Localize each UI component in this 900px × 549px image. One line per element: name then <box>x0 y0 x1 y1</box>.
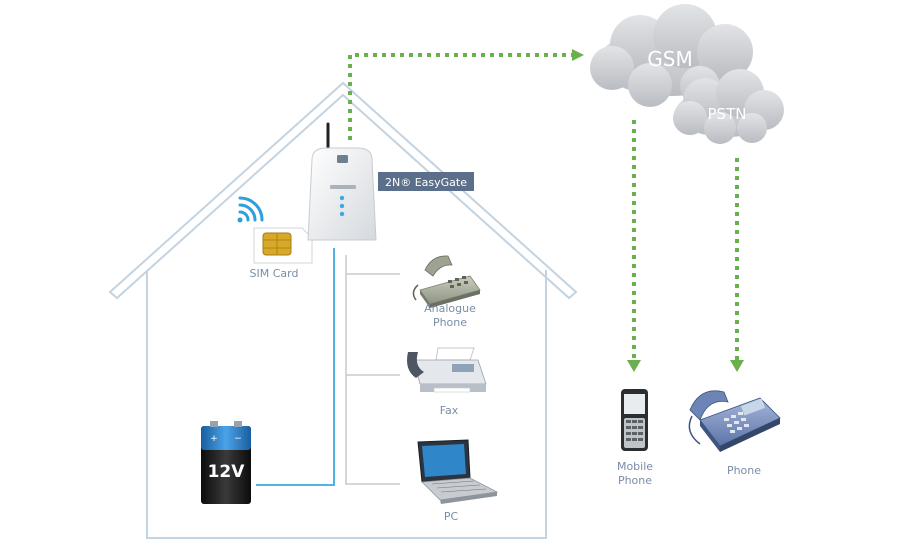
analogue-phone-label-line1: Analogue <box>424 302 476 315</box>
battery-label: 12V <box>208 462 246 482</box>
wifi-signal-icon <box>237 196 264 223</box>
internal-wiring <box>256 248 400 486</box>
mobile-phone-icon <box>621 389 648 451</box>
pstn-cloud: PSTN <box>673 69 784 144</box>
device-label: 2N® EasyGate <box>385 176 467 189</box>
house-outline <box>108 81 578 539</box>
laptop-icon <box>417 439 499 504</box>
device-to-gsm-link <box>348 53 572 140</box>
svg-text:−: − <box>234 434 242 444</box>
gateway-device-icon <box>307 122 377 241</box>
phone-link-arrow <box>730 360 744 372</box>
fax-label: Fax <box>440 404 459 417</box>
analogue-phone-label-line2: Phone <box>433 316 467 329</box>
office-phone-icon <box>688 390 781 452</box>
mobile-link-arrow <box>627 360 641 372</box>
device-badge: 2N® EasyGate <box>378 172 474 191</box>
svg-text:+: + <box>210 434 218 444</box>
mobile-phone-label-line2: Phone <box>618 474 652 487</box>
sim-card-label: SIM Card <box>250 267 299 280</box>
battery-icon: + − 12V <box>201 421 251 504</box>
phone-label: Phone <box>727 464 761 477</box>
sim-card-icon <box>253 227 313 264</box>
power-wire <box>256 248 335 486</box>
fax-machine-icon <box>407 347 487 393</box>
mobile-phone-label-line1: Mobile <box>617 460 653 473</box>
gsm-link-arrow <box>572 49 584 61</box>
desk-phone-icon <box>412 255 481 308</box>
pstn-label: PSTN <box>708 105 747 123</box>
network-links <box>348 49 744 372</box>
pc-label: PC <box>444 510 459 523</box>
gsm-label: GSM <box>647 47 692 71</box>
